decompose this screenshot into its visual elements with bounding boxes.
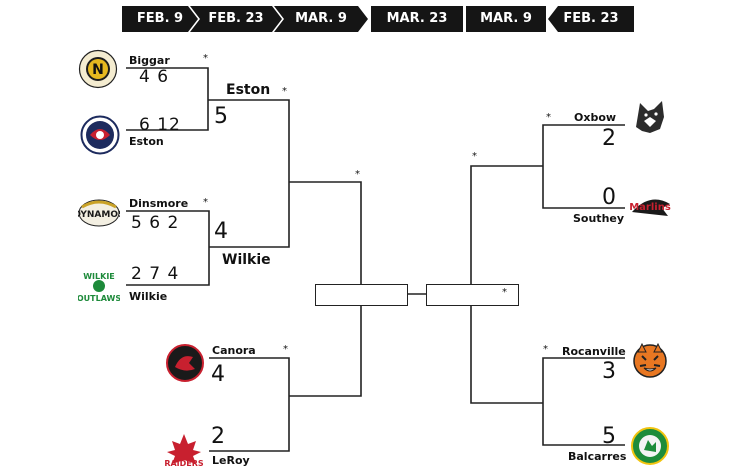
southey-name: Southey xyxy=(573,212,625,225)
bracket-biggar-eston xyxy=(126,67,209,131)
date-header-2: FEB. 23 xyxy=(190,6,282,32)
date-header-6: FEB. 23 xyxy=(548,6,634,32)
final-left-box xyxy=(315,284,408,306)
svg-text:WILKIE: WILKIE xyxy=(83,272,115,281)
southey-logo: Marlins xyxy=(626,186,674,226)
final-right-box xyxy=(426,284,519,306)
bracket-rocanville-balcarres xyxy=(542,357,625,446)
balcarres-logo xyxy=(630,426,670,466)
dinsmore-name: Dinsmore xyxy=(129,197,189,210)
svg-text:Marlins: Marlins xyxy=(629,202,671,213)
canora-star: * xyxy=(283,344,288,355)
leroy-logo: RAIDERS xyxy=(164,432,204,472)
svg-text:OUTLAWS: OUTLAWS xyxy=(78,294,120,303)
dinsmore-logo: DYNAMOS xyxy=(74,193,124,233)
biggar-scores: 4 6 xyxy=(139,67,170,87)
leroy-name: LeRoy xyxy=(212,454,250,467)
bracket-left-semi xyxy=(208,99,290,248)
balcarres-score: 5 xyxy=(602,424,617,449)
leroy-score: 2 xyxy=(211,424,226,449)
semi-top-name: Eston xyxy=(226,82,271,98)
eston-logo xyxy=(80,115,120,155)
dinsmore-scores: 5 6 2 xyxy=(131,213,180,233)
wilkie-name: Wilkie xyxy=(129,290,168,303)
right-semi-star: * xyxy=(472,151,477,162)
right-final-star: * xyxy=(502,287,507,298)
oxbow-star: * xyxy=(546,112,551,123)
bracket-canora-leroy xyxy=(209,357,290,452)
oxbow-score: 2 xyxy=(602,126,617,151)
balcarres-name: Balcarres xyxy=(568,450,627,463)
canora-name: Canora xyxy=(212,344,256,357)
eston-scores: 6 12 xyxy=(139,115,181,135)
southey-score: 0 xyxy=(602,185,617,210)
date-header-3: MAR. 9 xyxy=(274,6,368,32)
bracket-dinsmore-wilkie xyxy=(126,210,210,286)
date-header-5: MAR. 9 xyxy=(466,6,546,32)
svg-text:DYNAMOS: DYNAMOS xyxy=(78,210,120,220)
biggar-logo: N xyxy=(78,49,118,89)
date-header-1: FEB. 9 xyxy=(122,6,198,32)
biggar-star: * xyxy=(203,53,208,64)
wilkie-logo: WILKIE OUTLAWS xyxy=(77,268,122,308)
rocanville-score: 3 xyxy=(602,359,617,384)
left-final-star: * xyxy=(355,169,360,180)
canora-score: 4 xyxy=(211,362,226,387)
oxbow-name: Oxbow xyxy=(574,111,617,124)
semi-top-score: 5 xyxy=(214,104,229,129)
date-header-4: MAR. 23 xyxy=(371,6,463,32)
oxbow-logo xyxy=(630,97,670,137)
dinsmore-star: * xyxy=(203,197,208,208)
rocanville-name: Rocanville xyxy=(562,345,626,358)
semi-top-star: * xyxy=(282,86,287,97)
canora-logo xyxy=(165,343,205,383)
wilkie-scores: 2 7 4 xyxy=(131,264,180,284)
biggar-name: Biggar xyxy=(129,54,170,67)
semi-bottom-score: 4 xyxy=(214,219,229,244)
svg-text:RAIDERS: RAIDERS xyxy=(164,459,204,468)
rocanville-logo xyxy=(630,340,670,380)
eston-name: Eston xyxy=(129,135,164,148)
semi-bottom-name: Wilkie xyxy=(222,252,271,268)
svg-text:N: N xyxy=(92,62,104,78)
rocanville-star: * xyxy=(543,344,548,355)
